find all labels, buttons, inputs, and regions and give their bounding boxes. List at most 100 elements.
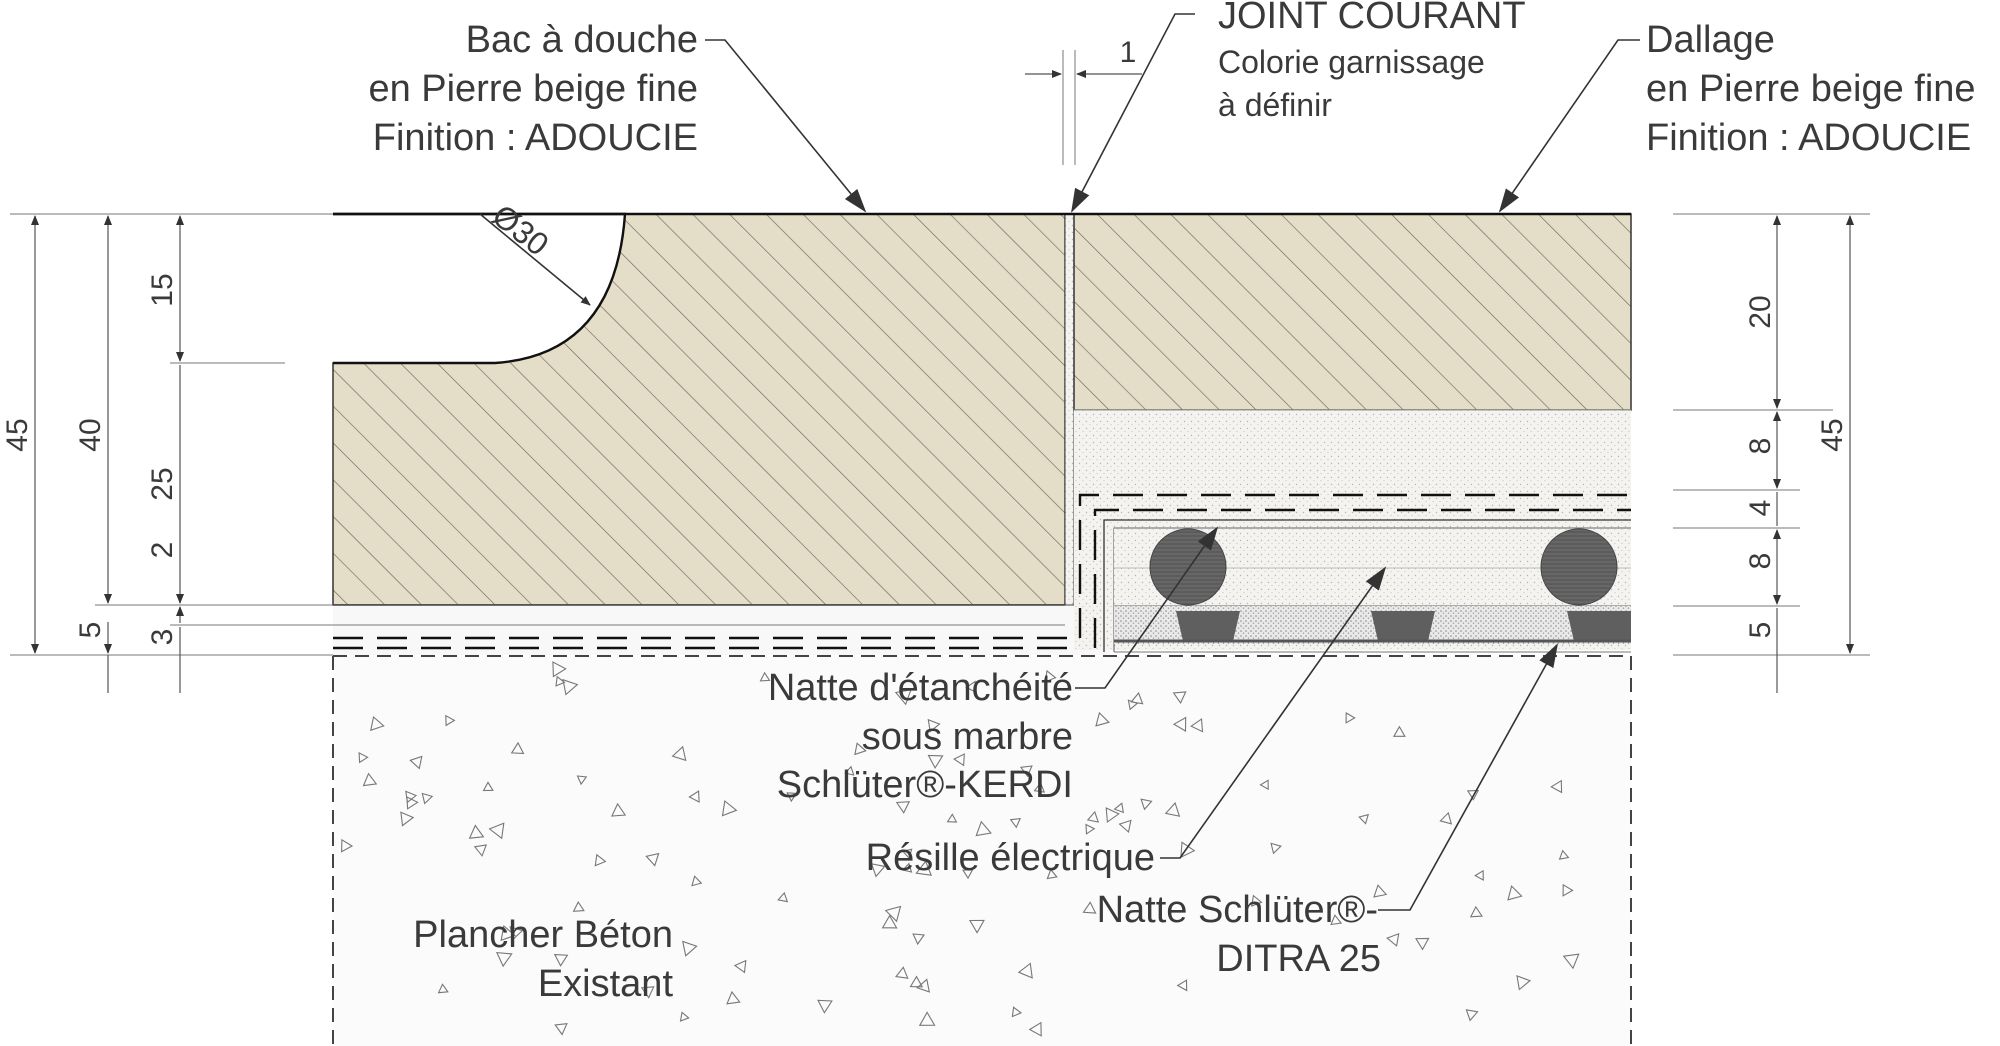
dallage-line-3: Finition : ADOUCIE (1646, 117, 1971, 159)
aggregate-mark (1095, 711, 1110, 727)
aggregate-mark (1085, 823, 1096, 835)
aggregate-mark (1465, 1009, 1479, 1022)
ditra-line-1: Natte Schlüter®- (1097, 889, 1378, 931)
aggregate-mark (759, 671, 771, 682)
aggregate-mark (884, 905, 902, 923)
aggregate-mark (965, 680, 977, 694)
plancher-line-1: Plancher Béton (413, 914, 673, 956)
bac-douche-line-2: en Pierre beige fine (368, 68, 698, 110)
aggregate-mark (1562, 883, 1574, 897)
concrete-slab (332, 655, 1632, 1046)
aggregate-mark (1550, 779, 1563, 794)
aggregate-mark (1082, 901, 1097, 914)
aggregate-mark (895, 801, 911, 814)
leaders (705, 13, 1640, 911)
dim-right-8a: 8 (1744, 438, 1777, 455)
bac-douche-line-1: Bac à douche (466, 19, 698, 61)
aggregate-mark (1469, 905, 1483, 918)
aggregate-mark (870, 863, 886, 878)
aggregate-mark (975, 820, 992, 837)
aggregate-mark (1176, 979, 1188, 992)
heating-cable-right (1540, 528, 1618, 606)
aggregate-mark (645, 852, 660, 867)
aggregate-mark (1017, 962, 1033, 979)
aggregate-mark (488, 822, 505, 840)
joint-width-value: 1 (1120, 36, 1137, 69)
aggregate-mark (901, 862, 913, 873)
aggregate-mark (881, 914, 898, 929)
aggregate-mark (854, 742, 867, 756)
aggregate-mark (445, 714, 456, 727)
joint-courant-title: JOINT COURANT (1218, 0, 1526, 37)
aggregate-mark (1507, 885, 1523, 901)
aggregate-mark (817, 999, 833, 1014)
label-plancher: Plancher Béton Existant (413, 914, 673, 1005)
aggregate-mark (510, 741, 525, 754)
label-bac-douche: Bac à douche en Pierre beige fine Finiti… (368, 19, 698, 159)
aggregate-mark (1019, 765, 1033, 778)
aggregate-mark (916, 978, 931, 993)
aggregate-mark (721, 799, 738, 817)
aggregate-mark (1373, 884, 1388, 898)
aggregate-mark (1044, 669, 1057, 683)
joint-courant-sub-2: à définir (1218, 87, 1332, 123)
aggregate-mark (1251, 894, 1263, 907)
aggregate-mark (927, 754, 944, 770)
label-natte-etancheite: Natte d'étanchéité sous marbre Schlüter®… (768, 667, 1073, 806)
aggregate-mark (1562, 953, 1580, 970)
aggregate-mark (777, 891, 789, 903)
aggregate-mark (1259, 779, 1269, 791)
plancher-line-2: Existant (538, 963, 674, 1005)
aggregate-mark (733, 959, 747, 974)
aggregate-mark (1127, 699, 1139, 711)
joint-width-dimension (1025, 50, 1142, 165)
aggregate-mark (726, 990, 741, 1005)
aggregate-mark (1164, 801, 1181, 817)
aggregate-mark (844, 765, 855, 776)
aggregate-mark (1011, 1006, 1023, 1018)
aggregate-mark (370, 715, 385, 732)
aggregate-mark (1140, 798, 1153, 811)
aggregate-mark (1345, 712, 1356, 724)
aggregate-mark (1516, 975, 1532, 991)
aggregate-mark (1118, 819, 1132, 834)
aggregate-mark (409, 755, 423, 770)
aggregate-mark (576, 775, 588, 786)
aggregate-mark (496, 951, 513, 968)
dim-left-3: 3 (146, 629, 179, 646)
aggregate-mark (962, 869, 974, 880)
dallage-line-1: Dallage (1646, 19, 1775, 61)
aggregate-mark (901, 848, 913, 860)
kerdi-line-1: Natte d'étanchéité (768, 667, 1073, 709)
aggregate-mark (894, 689, 912, 706)
aggregate-mark (553, 954, 569, 967)
aggregate-mark (1270, 842, 1282, 855)
ditra-mat (1114, 606, 1631, 653)
aggregate-mark (679, 1011, 690, 1022)
aggregate-mark (1046, 868, 1058, 880)
aggregate-mark (468, 824, 485, 839)
dimensions-right (1673, 213, 1870, 693)
aggregate-mark (400, 811, 415, 827)
dim-right-5: 5 (1744, 622, 1777, 639)
dim-left-45: 45 (1, 418, 34, 451)
ditra-line-2: DITRA 25 (1216, 938, 1381, 980)
aggregate-mark (1172, 691, 1187, 704)
aggregate-mark (1415, 937, 1430, 951)
aggregate-mark (1009, 817, 1021, 829)
heating-layer (1114, 527, 1631, 607)
dimensions-left (10, 213, 333, 693)
heating-cable-left (1149, 528, 1227, 606)
dallage-line-2: en Pierre beige fine (1646, 68, 1976, 110)
aggregate-mark (572, 901, 585, 912)
dim-left-15: 15 (146, 273, 179, 306)
bac-douche-line-3: Finition : ADOUCIE (373, 117, 698, 159)
aggregate-mark (1558, 849, 1570, 860)
dim-right-8b: 8 (1744, 553, 1777, 570)
aggregate-mark (691, 875, 703, 887)
aggregate-mark (927, 718, 941, 733)
aggregate-mark (894, 966, 909, 979)
dim-left-25: 25 (146, 467, 179, 500)
label-joint-courant: JOINT COURANT Colorie garnissage à défin… (1218, 0, 1526, 123)
